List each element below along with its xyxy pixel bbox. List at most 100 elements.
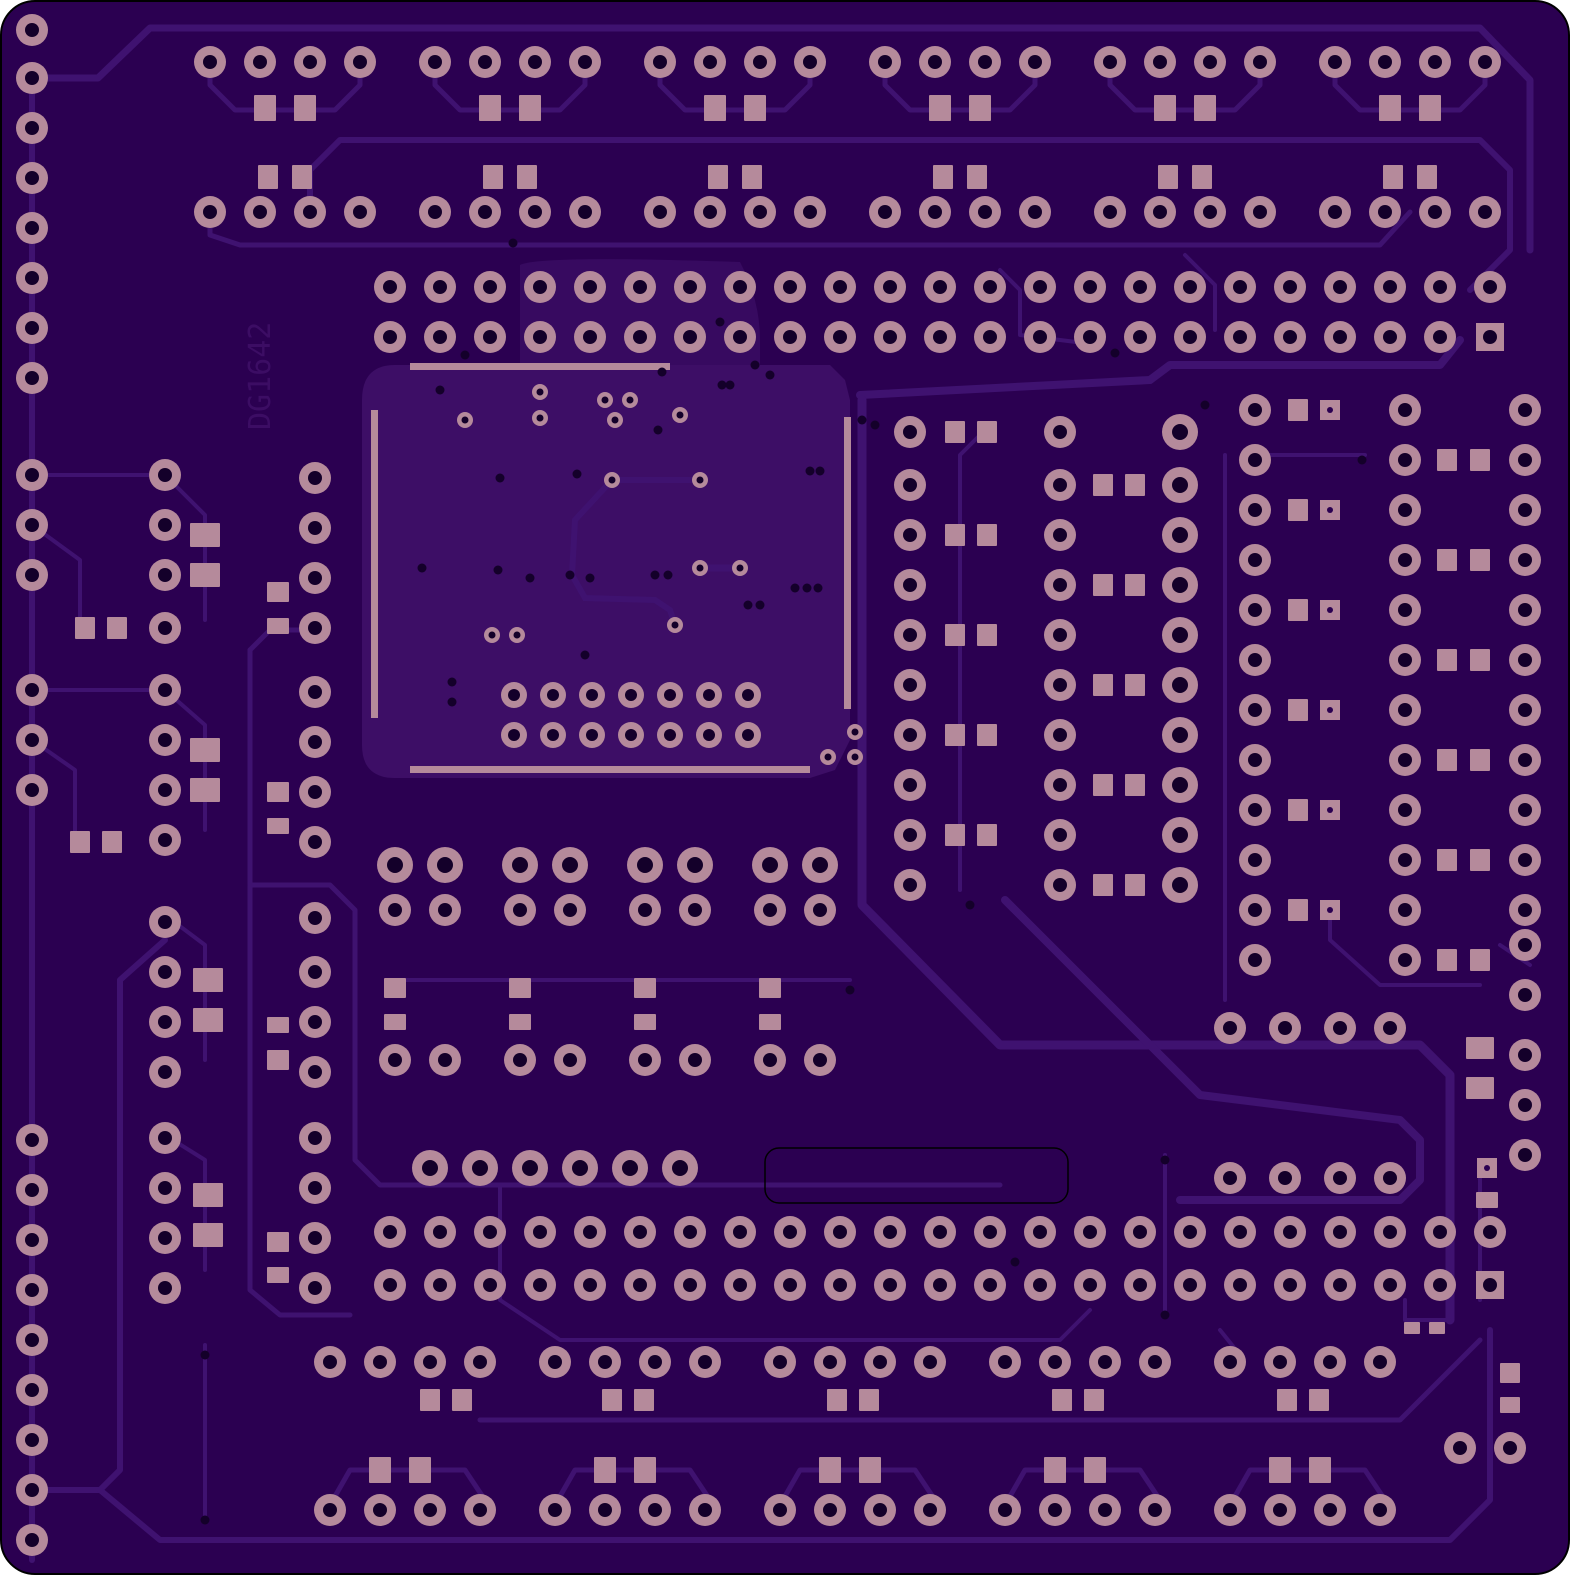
- drill-hole: [578, 55, 592, 69]
- drill-hole: [608, 476, 616, 484]
- smd-pad: [70, 831, 90, 853]
- via: [447, 697, 457, 707]
- drill-hole: [308, 685, 322, 699]
- drill-hole: [1478, 55, 1492, 69]
- drill-hole: [25, 321, 39, 335]
- drill-hole: [25, 1333, 39, 1347]
- copper-trace: [657, 59, 813, 113]
- drill-hole: [1273, 1355, 1287, 1369]
- drill-hole: [1518, 1148, 1532, 1162]
- via: [813, 583, 823, 593]
- drill-hole: [303, 205, 317, 219]
- drill-hole: [1223, 1171, 1237, 1185]
- smd-pad: [1288, 799, 1308, 821]
- smd-pad: [977, 624, 997, 646]
- via: [802, 583, 812, 593]
- drill-hole: [438, 1053, 452, 1067]
- drill-hole: [638, 903, 652, 917]
- drill-hole: [653, 205, 667, 219]
- drill-hole: [676, 411, 684, 419]
- drill-hole: [1048, 1503, 1062, 1517]
- smd-pad: [75, 617, 95, 639]
- drill-hole: [873, 1503, 887, 1517]
- drill-hole: [433, 1278, 447, 1292]
- smd-pad: [1084, 1389, 1104, 1411]
- drill-hole: [753, 55, 767, 69]
- drill-hole: [1098, 1355, 1112, 1369]
- copper-trace: [30, 523, 82, 627]
- via: [580, 650, 590, 660]
- drill-hole: [683, 330, 697, 344]
- drill-hole: [783, 280, 797, 294]
- via: [508, 238, 518, 248]
- smd-pad: [292, 165, 312, 189]
- drill-hole: [1028, 55, 1042, 69]
- drill-hole: [648, 1503, 662, 1517]
- drill-hole: [783, 1225, 797, 1239]
- drill-hole: [488, 631, 496, 639]
- drill-hole: [373, 1503, 387, 1517]
- slot-outline: [764, 1147, 1069, 1204]
- drill-hole: [586, 729, 598, 741]
- drill-hole: [648, 1355, 662, 1369]
- smd-pad: [190, 778, 220, 802]
- smd-pad: [1476, 1192, 1498, 1208]
- drill-hole: [1172, 777, 1188, 793]
- smd-pad: [190, 563, 220, 587]
- drill-hole: [25, 1483, 39, 1497]
- drill-hole: [583, 1278, 597, 1292]
- smd-pad: [1194, 95, 1216, 121]
- drill-hole: [803, 205, 817, 219]
- smd-pad: [969, 95, 991, 121]
- drill-hole: [483, 1225, 497, 1239]
- drill-hole: [696, 476, 704, 484]
- smd-pad: [267, 1267, 289, 1283]
- smd-pad: [634, 1457, 656, 1483]
- smd-pad: [517, 165, 537, 189]
- smd-pad: [190, 523, 220, 547]
- drill-hole: [308, 1181, 322, 1195]
- smd-pad: [859, 1457, 881, 1483]
- smd-pad: [1417, 165, 1437, 189]
- drill-hole: [1248, 503, 1262, 517]
- drill-hole: [25, 683, 39, 697]
- drill-hole: [762, 857, 778, 873]
- drill-hole: [308, 1231, 322, 1245]
- mcu-edge-pad: [410, 363, 670, 370]
- drill-hole: [1398, 603, 1412, 617]
- smd-pad: [704, 95, 726, 121]
- copper-trace: [432, 59, 588, 113]
- drill-hole: [1383, 330, 1397, 344]
- drill-hole: [583, 330, 597, 344]
- smd-pad: [509, 1014, 531, 1030]
- drill-hole: [1203, 205, 1217, 219]
- drill-hole: [1398, 703, 1412, 717]
- drill-hole: [1503, 1441, 1517, 1455]
- drill-hole: [533, 280, 547, 294]
- drill-hole: [883, 330, 897, 344]
- via: [790, 583, 800, 593]
- drill-hole: [933, 1278, 947, 1292]
- drill-hole: [1333, 1278, 1347, 1292]
- via: [200, 1515, 210, 1525]
- drill-hole: [1518, 1048, 1532, 1062]
- drill-hole: [1223, 1503, 1237, 1517]
- smd-pad: [634, 1389, 654, 1411]
- drill-hole: [562, 857, 578, 873]
- drill-hole: [598, 1503, 612, 1517]
- smd-pad: [1466, 1077, 1494, 1099]
- smd-pad: [602, 1389, 622, 1411]
- smd-pad: [1158, 165, 1178, 189]
- drill-hole: [1518, 453, 1532, 467]
- smd-pad: [1419, 95, 1441, 121]
- via: [857, 415, 867, 425]
- drill-hole: [851, 753, 859, 761]
- smd-pad: [933, 165, 953, 189]
- drill-hole: [1248, 753, 1262, 767]
- via: [525, 573, 535, 583]
- drill-hole: [308, 521, 322, 535]
- drill-hole: [461, 416, 469, 424]
- via-dot: [1327, 607, 1333, 613]
- smd-pad: [1084, 1457, 1106, 1483]
